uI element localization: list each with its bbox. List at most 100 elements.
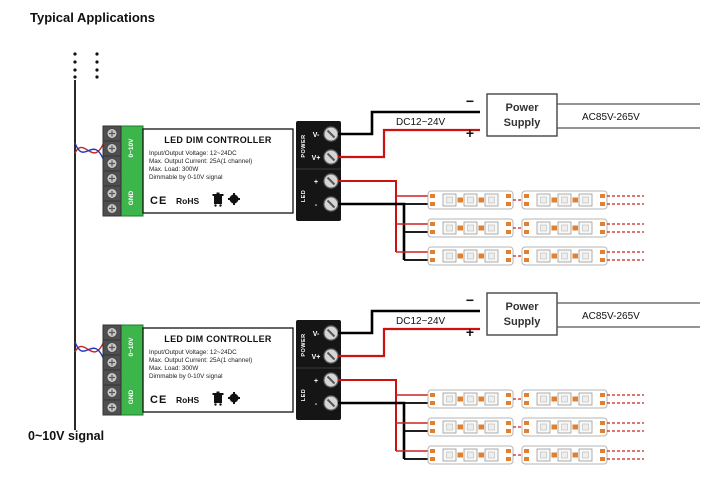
power-supply-label-1: Power [505, 301, 539, 313]
output-block-body [296, 121, 341, 221]
signal-wire-blue [74, 341, 105, 361]
minus-sign: − [466, 292, 474, 308]
terminal-screw-icon [323, 196, 339, 212]
input-cell-dividers [103, 140, 121, 202]
screw-icon [106, 401, 118, 414]
led-strip-row [396, 247, 644, 265]
terminal-screw-icon [323, 348, 339, 364]
minus-sign: − [466, 93, 474, 109]
power-supply-label-2: Supply [504, 316, 542, 328]
terminal-label-vminus: V- [313, 331, 320, 338]
rohs-mark: RoHS [176, 395, 199, 405]
spec-line: Input/Output Voltage: 12~24DC [149, 150, 237, 157]
spec-line: Max. Output Current: 25A(1 channel) [149, 357, 252, 364]
gear-icon [228, 193, 240, 205]
terminal-screw-icon [323, 372, 339, 388]
led-bus-positive [338, 180, 397, 252]
led-group-label: LED [301, 190, 307, 203]
power-supply-label-1: Power [505, 102, 539, 114]
ac-voltage-label: AC85V-265V [582, 311, 640, 322]
power-wire-negative [338, 309, 480, 335]
controller-name: LED DIM CONTROLLER [164, 334, 272, 344]
signal-label: 0~10V signal [28, 429, 104, 443]
power-wire-negative [338, 110, 480, 136]
terminal-screw-icon [323, 395, 339, 411]
screw-icon [106, 326, 118, 339]
terminal-label-vminus: V- [313, 132, 320, 139]
power-wire-positive [338, 327, 480, 358]
input-terminal-block: 0~10V GND [102, 324, 144, 416]
terminal-screw-icon [323, 325, 339, 341]
power-wire-positive [338, 128, 480, 159]
output-terminal-block: POWER LED V- V+ + - [296, 121, 341, 221]
power-supply-outline [486, 292, 558, 336]
weee-bin-icon [212, 391, 224, 406]
terminal-label-ledplus: + [314, 378, 318, 385]
page-title: Typical Applications [30, 10, 155, 25]
terminal-label-ledplus: + [314, 179, 318, 186]
spec-line: Max. Load: 300W [149, 365, 198, 372]
rohs-mark: RoHS [176, 196, 199, 206]
ce-mark: CE [150, 195, 167, 207]
screw-icon [106, 127, 118, 140]
output-block-body [296, 320, 341, 420]
spec-line: Max. Output Current: 25A(1 channel) [149, 158, 252, 165]
plus-sign: + [466, 125, 474, 141]
input-ground-label: GND [128, 190, 135, 205]
input-signal-label: 0~10V [128, 138, 135, 158]
led-strip-row [396, 219, 644, 237]
screw-icon [106, 341, 118, 354]
input-terminal-block: 0~10V GND [102, 125, 144, 217]
terminal-screw-icon [323, 173, 339, 189]
spec-line: Max. Load: 300W [149, 166, 198, 173]
signal-wire-blue [74, 142, 105, 162]
plus-sign: + [466, 324, 474, 340]
power-supply-box: Power Supply [486, 93, 558, 137]
terminal-screw-icon [323, 126, 339, 142]
input-signal-label: 0~10V [128, 337, 135, 357]
screw-icon [106, 356, 118, 369]
screw-icon [106, 371, 118, 384]
weee-bin-icon [212, 192, 224, 207]
led-strip-row [396, 418, 644, 436]
power-supply-outline [486, 93, 558, 137]
power-supply-label-2: Supply [504, 117, 542, 129]
terminal-label-ledminus: - [315, 401, 318, 408]
screw-icon [106, 172, 118, 185]
led-strip-row [396, 191, 644, 209]
dc-voltage-label: DC12~24V [396, 316, 446, 327]
gear-icon [228, 392, 240, 404]
input-ground-label: GND [128, 389, 135, 404]
spec-line: Input/Output Voltage: 12~24DC [149, 349, 237, 356]
power-group-label: POWER [301, 333, 307, 356]
led-bus-positive [338, 379, 397, 451]
spec-line: Dimmable by 0-10V signal [149, 373, 223, 380]
terminal-label-vplus: V+ [312, 354, 321, 361]
dc-voltage-label: DC12~24V [396, 117, 446, 128]
controller-unit: 0~10V GND LED DIM CONTROLLER Input/Outpu… [74, 292, 700, 464]
led-strip-row [396, 390, 644, 408]
screw-icon [106, 142, 118, 155]
input-cell-dividers [103, 339, 121, 401]
ac-voltage-label: AC85V-265V [582, 112, 640, 123]
led-bus-negative [338, 401, 406, 459]
controller-body: LED DIM CONTROLLER Input/Output Voltage:… [142, 128, 294, 214]
ce-mark: CE [150, 394, 167, 406]
power-supply-box: Power Supply [486, 292, 558, 336]
power-group-label: POWER [301, 134, 307, 157]
screw-icon [106, 187, 118, 200]
led-group-label: LED [301, 389, 307, 402]
terminal-label-vplus: V+ [312, 155, 321, 162]
screw-icon [106, 157, 118, 170]
output-terminal-block: POWER LED V- V+ + - [296, 320, 341, 420]
terminal-label-ledminus: - [315, 202, 318, 209]
controller-body: LED DIM CONTROLLER Input/Output Voltage:… [142, 327, 294, 413]
continuation-dots [73, 52, 99, 79]
led-bus-negative [338, 202, 406, 260]
terminal-screw-icon [323, 149, 339, 165]
led-strip-row [396, 446, 644, 464]
screw-icon [106, 202, 118, 215]
controller-name: LED DIM CONTROLLER [164, 135, 272, 145]
